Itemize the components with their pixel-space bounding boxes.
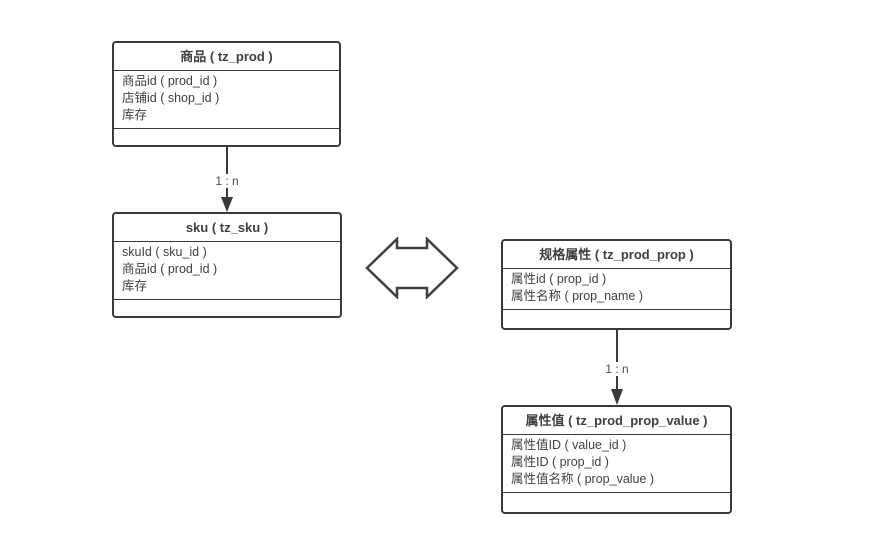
entity-field: 商品id ( prod_id ) — [122, 74, 218, 88]
entity-table-sku: sku ( tz_sku ) skuId ( sku_id ) 商品id ( p… — [112, 212, 342, 318]
relation-arrow-prop-value — [611, 330, 623, 405]
entity-table-prod: 商品 ( tz_prod ) 商品id ( prod_id ) 店铺id ( s… — [112, 41, 341, 147]
entity-footer — [503, 493, 730, 512]
arrowhead-down-icon — [221, 197, 233, 212]
bidirectional-arrow-shape — [365, 237, 459, 299]
entity-field: 库存 — [122, 279, 148, 293]
bidirectional-arrow-icon — [365, 237, 459, 299]
entity-footer — [114, 129, 339, 145]
arrowhead-down-icon — [611, 389, 623, 405]
entity-title: 商品 ( tz_prod ) — [114, 43, 339, 71]
relation-label-prop-value: 1 : n — [602, 362, 632, 376]
entity-field: 商品id ( prod_id ) — [122, 262, 218, 276]
entity-fields: 属性值ID ( value_id ) 属性ID ( prop_id ) 属性值名… — [503, 435, 730, 493]
entity-field: 库存 — [122, 108, 148, 122]
entity-field: 属性值ID ( value_id ) — [511, 438, 627, 452]
entity-table-prod-prop: 规格属性 ( tz_prod_prop ) 属性id ( prop_id ) 属… — [501, 239, 732, 330]
entity-field: skuId ( sku_id ) — [122, 245, 207, 259]
relation-label-prod-sku: 1 : n — [212, 174, 242, 188]
entity-field: 属性id ( prop_id ) — [511, 272, 607, 286]
entity-fields: 属性id ( prop_id ) 属性名称 ( prop_name ) — [503, 269, 730, 310]
entity-title: 属性值 ( tz_prod_prop_value ) — [503, 407, 730, 435]
entity-field: 属性ID ( prop_id ) — [511, 455, 609, 469]
entity-footer — [503, 310, 730, 328]
entity-fields: 商品id ( prod_id ) 店铺id ( shop_id ) 库存 — [114, 71, 339, 129]
entity-title: 规格属性 ( tz_prod_prop ) — [503, 241, 730, 269]
entity-table-prop-value: 属性值 ( tz_prod_prop_value ) 属性值ID ( value… — [501, 405, 732, 514]
entity-title: sku ( tz_sku ) — [114, 214, 340, 242]
entity-field: 属性名称 ( prop_name ) — [511, 289, 643, 303]
entity-footer — [114, 300, 340, 316]
entity-field: 属性值名称 ( prop_value ) — [511, 472, 655, 486]
relation-arrow-prod-sku — [221, 147, 233, 212]
entity-fields: skuId ( sku_id ) 商品id ( prod_id ) 库存 — [114, 242, 340, 300]
entity-field: 店铺id ( shop_id ) — [122, 91, 220, 105]
